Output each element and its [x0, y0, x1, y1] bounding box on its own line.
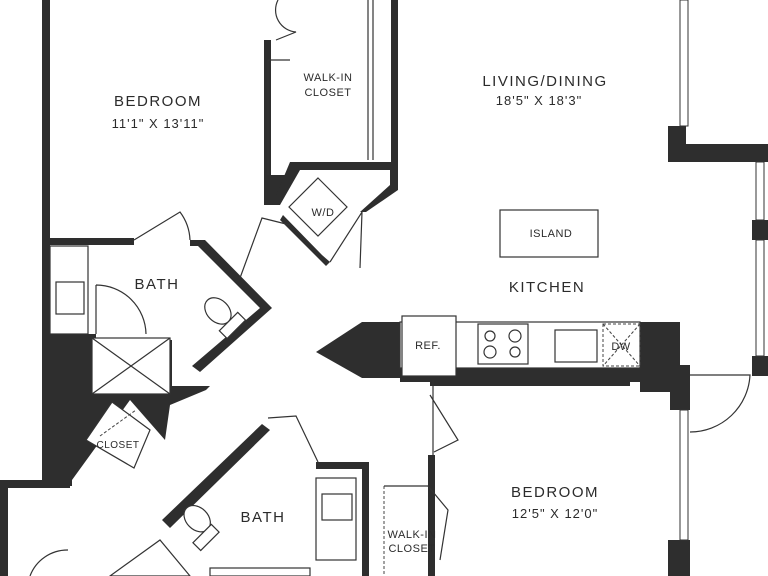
bedroom-1-dims: 11'1" X 13'11" [112, 116, 205, 131]
bath-2-toilet [183, 504, 220, 552]
bath-1-label: BATH [135, 276, 180, 293]
closet-label: CLOSET [96, 440, 139, 451]
fixtures [49, 177, 641, 576]
walkin-closet-1-label-line2: CLOSET [304, 87, 351, 99]
walkin-closet-2-label-line1: WALK-IN [388, 529, 437, 541]
wd-label: W/D [312, 207, 335, 219]
ref-box [401, 315, 457, 377]
ref-label: REF. [415, 340, 441, 352]
walkin-closet-2-label-line2: CLOSET [388, 543, 435, 555]
closet-box [85, 401, 151, 469]
kitchen-label: KITCHEN [509, 279, 585, 296]
doors [29, 0, 751, 576]
dw-box [602, 323, 641, 367]
window-lines [267, 0, 765, 541]
island-label: ISLAND [530, 228, 573, 240]
walkin-closet-1-label-line1: WALK-IN [304, 72, 353, 84]
living-dining-dims: 18'5" X 18'3" [496, 93, 582, 108]
island-box [499, 209, 599, 258]
bath-2-label: BATH [241, 509, 286, 526]
range [477, 323, 529, 365]
bedroom-2-dims: 12'5" X 12'0" [512, 506, 598, 521]
wd-box [288, 177, 348, 237]
bath-1-toilet [204, 297, 247, 340]
bedroom-2-label: BEDROOM [511, 484, 599, 501]
living-dining-label: LIVING/DINING [482, 73, 607, 90]
kitchen-sink [554, 329, 598, 363]
labels: BEDROOM 11'1" X 13'11" WALK-IN CLOSET LI… [96, 72, 630, 555]
dw-label: DW [611, 341, 630, 353]
bedroom-1-label: BEDROOM [114, 93, 202, 110]
